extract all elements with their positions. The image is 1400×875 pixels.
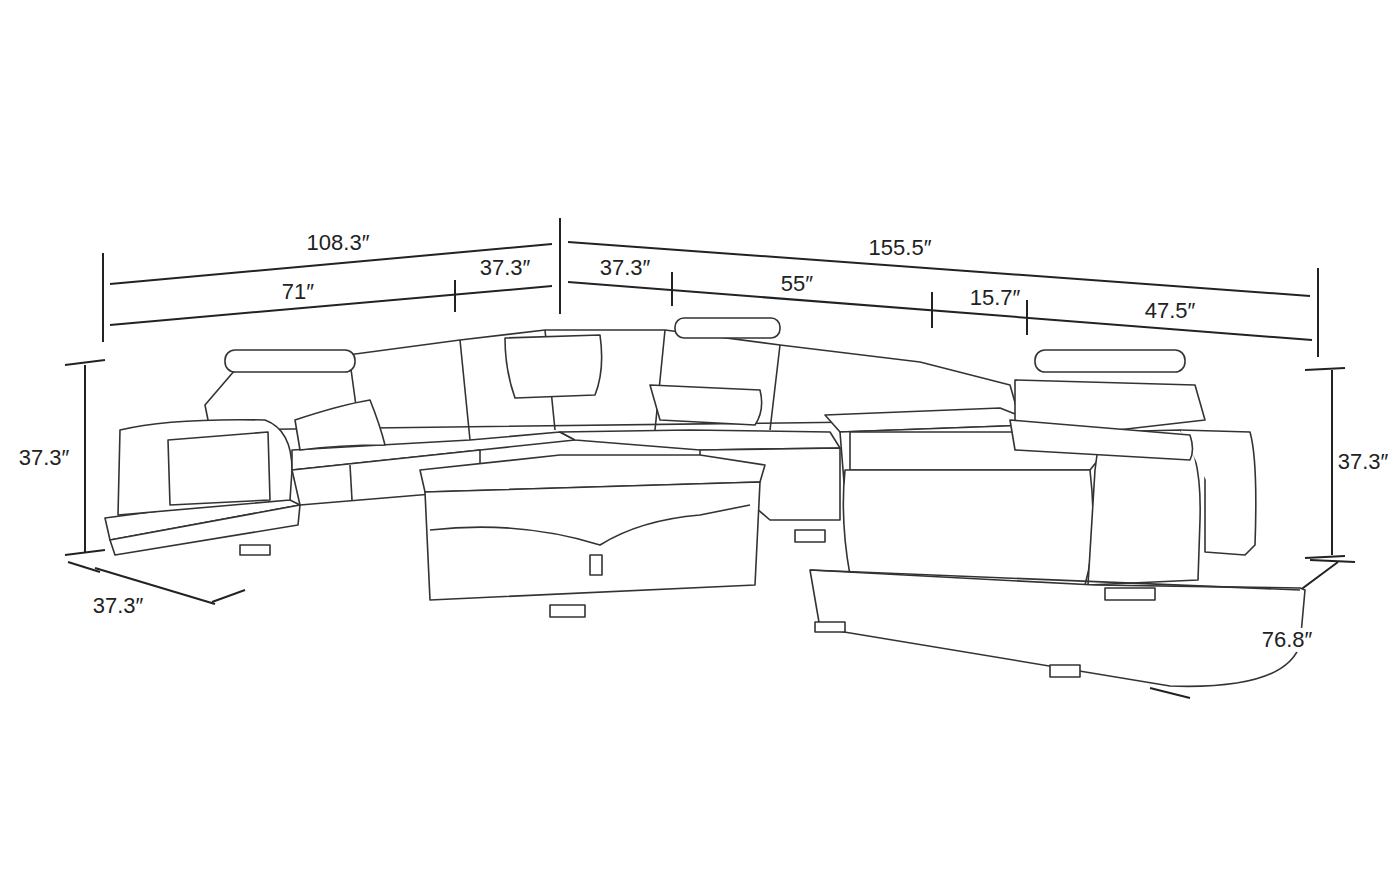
dimension-lines — [1026, 300, 1028, 335]
sofa-drawing — [1035, 350, 1185, 372]
dimension-lines — [84, 365, 86, 553]
dimension-label: 47.5″ — [1142, 299, 1199, 323]
dimension-lines — [568, 242, 1310, 296]
sofa-drawing — [240, 545, 270, 555]
dimension-label: 108.3″ — [304, 231, 373, 255]
dimension-label: 37.3″ — [1335, 450, 1392, 474]
sofa-drawing — [810, 570, 1300, 590]
sofa-drawing — [1105, 588, 1155, 600]
sofa-drawing — [650, 385, 762, 425]
dimension-lines — [568, 282, 1312, 340]
dimension-lines — [931, 292, 933, 328]
sofa-drawing — [815, 622, 845, 632]
dimension-label: 37.3″ — [16, 446, 73, 470]
dimension-lines — [212, 590, 245, 602]
dimension-lines — [65, 360, 105, 365]
dimension-label: 55″ — [778, 272, 816, 296]
dimension-lines — [559, 218, 561, 314]
dimension-lines — [110, 286, 552, 325]
dimension-label: 37.3″ — [477, 256, 534, 280]
sofa-drawing — [295, 400, 385, 450]
dimension-lines — [1317, 268, 1319, 357]
dimension-lines — [1305, 368, 1345, 370]
sofa-drawing — [225, 350, 355, 372]
sofa-drawing — [105, 318, 1305, 686]
dimension-lines — [1150, 688, 1190, 698]
dimension-label: 76.8″ — [1259, 628, 1316, 652]
sofa-drawing — [560, 430, 840, 450]
sofa-drawing — [550, 605, 585, 617]
sofa-drawing — [505, 335, 602, 398]
sofa-drawing — [590, 555, 602, 575]
dimension-lines — [65, 550, 105, 555]
dimension-lines — [1310, 560, 1355, 562]
sofa-drawing — [675, 318, 780, 338]
dimension-label: 37.3″ — [90, 594, 147, 618]
sofa-drawing — [425, 482, 760, 600]
dimension-lines — [68, 562, 100, 572]
sofa-drawing — [1010, 420, 1193, 460]
sofa-drawing — [350, 465, 352, 500]
dimension-label: 15.7″ — [967, 286, 1024, 310]
dimension-lines — [102, 253, 104, 342]
sofa-drawing — [795, 530, 825, 542]
dimension-lines — [1331, 370, 1333, 555]
sofa-drawing — [810, 570, 1305, 686]
dimension-lines — [454, 280, 456, 312]
dimension-label: 71″ — [279, 280, 317, 304]
sofa-drawing — [118, 420, 292, 515]
sofa-drawing — [350, 330, 780, 440]
sofa-drawing — [430, 505, 750, 545]
sofa-drawing — [1050, 665, 1080, 677]
sofa-drawing — [843, 470, 1093, 585]
dimension-label: 155.5″ — [866, 236, 935, 260]
dimension-lines — [65, 218, 1355, 698]
dimension-lines — [1305, 556, 1345, 558]
sofa-drawing — [168, 432, 270, 505]
dimension-label: 37.3″ — [597, 256, 654, 280]
dimension-lines — [671, 272, 673, 306]
